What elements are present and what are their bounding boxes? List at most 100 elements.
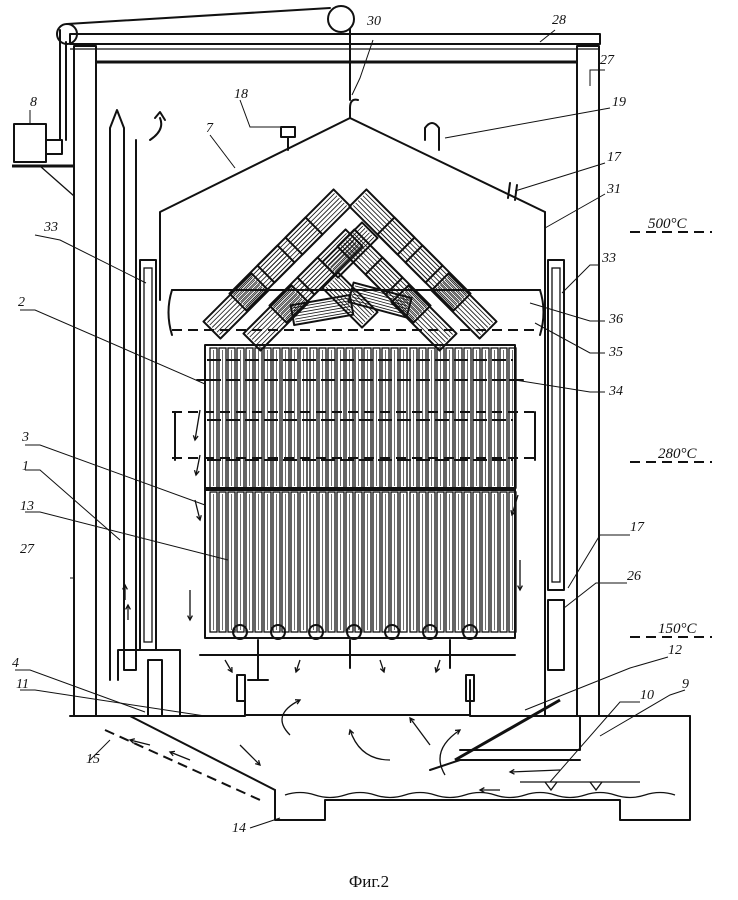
- plank-grain: [351, 296, 407, 312]
- board-lower: [263, 491, 272, 633]
- plank-grain: [249, 291, 296, 338]
- leader-lines: [15, 29, 686, 829]
- flow-line: [349, 729, 391, 761]
- plank-grain: [219, 289, 265, 335]
- flow-arrowhead: [454, 729, 462, 735]
- board-lower: [372, 491, 381, 633]
- flow-line: [379, 659, 385, 673]
- plank: [390, 284, 458, 352]
- flow-arrowhead: [168, 750, 176, 757]
- plank-outline: [348, 188, 416, 256]
- plank-grain: [378, 263, 425, 310]
- board-lower: [390, 491, 399, 633]
- plank: [321, 221, 379, 279]
- plank-grain: [275, 263, 322, 310]
- plank-grain: [351, 299, 406, 315]
- label-12: 12: [668, 643, 682, 658]
- plank-grain: [233, 249, 279, 295]
- board-lower: [299, 491, 308, 633]
- flow-arrowhead: [348, 728, 355, 736]
- label-4: 4: [12, 656, 19, 671]
- water-bath: [284, 781, 676, 799]
- label-28: 28: [552, 13, 566, 28]
- heater-right: [547, 259, 565, 671]
- flow-line: [195, 454, 201, 476]
- label-7: 7: [206, 121, 214, 136]
- plank-grain: [353, 290, 408, 307]
- plank-grain: [325, 286, 364, 325]
- label-27-left: 27: [20, 542, 35, 557]
- label-15: 15: [86, 752, 100, 767]
- plank-grain: [353, 288, 409, 304]
- plank-grain: [273, 261, 319, 307]
- plank-grain: [207, 277, 253, 323]
- plank-grain: [416, 253, 463, 300]
- crane-beam: [56, 5, 601, 141]
- plank-grain: [418, 251, 465, 298]
- plank-grain: [327, 284, 366, 323]
- plank-grain: [295, 308, 351, 320]
- plank-grain: [259, 301, 305, 347]
- plank: [289, 293, 355, 327]
- plank-grain: [352, 293, 407, 310]
- board-lower: [354, 491, 363, 633]
- flow-arrowhead: [517, 585, 523, 592]
- plank-grain: [293, 300, 349, 312]
- plank: [376, 216, 444, 284]
- board-stacks-lower: [209, 491, 517, 633]
- plank-grain: [397, 298, 444, 345]
- flow-arrowhead: [196, 514, 202, 522]
- plank-grain: [293, 297, 349, 309]
- flow-arrowhead: [510, 509, 517, 517]
- plank-grain: [295, 311, 351, 323]
- plank-grain: [277, 265, 324, 312]
- temp-150: 150°C: [658, 621, 697, 637]
- plank-grain: [209, 279, 256, 326]
- plank-grain: [294, 306, 350, 317]
- board-lower: [272, 491, 281, 633]
- board-lower: [227, 491, 236, 633]
- board-pyramid: [202, 188, 498, 352]
- plank-grain: [325, 225, 364, 264]
- plank: [256, 216, 324, 284]
- flow-arrowhead: [434, 666, 441, 674]
- plank-outline: [289, 293, 355, 327]
- label-35: 35: [608, 345, 623, 360]
- flow-line: [295, 659, 301, 673]
- flow-arrowhead: [508, 768, 515, 775]
- label-34: 34: [608, 384, 623, 399]
- plank: [430, 272, 498, 340]
- label-1: 1: [22, 459, 29, 474]
- plank: [202, 272, 270, 340]
- plank: [242, 284, 310, 352]
- flow-line: [511, 494, 519, 516]
- plank: [404, 244, 472, 312]
- plank-grain: [211, 281, 258, 328]
- temp-500: 500°C: [648, 216, 687, 232]
- stack-frame: [174, 344, 536, 639]
- plank-grain: [442, 281, 489, 328]
- board-lower: [436, 491, 445, 633]
- plank-grain: [235, 251, 282, 298]
- flow-arrowhead: [294, 699, 302, 705]
- label-31: 31: [606, 182, 621, 197]
- flow-arrowhead: [193, 470, 200, 477]
- board-lower: [218, 491, 227, 633]
- board-lower: [209, 491, 218, 633]
- plank-grain: [242, 258, 289, 305]
- plank-grain: [280, 268, 327, 315]
- plank-grain: [214, 284, 261, 331]
- heater-left: [139, 259, 157, 651]
- flow-arrowhead: [192, 435, 199, 442]
- board-lower: [290, 491, 299, 633]
- flow-line: [224, 659, 233, 673]
- label-19: 19: [612, 95, 626, 110]
- board-stacks-upper: [207, 347, 517, 489]
- board-lower: [481, 491, 490, 633]
- plank-outline: [376, 216, 444, 284]
- plank-outline: [321, 221, 379, 279]
- plank-grain: [407, 289, 453, 335]
- flow-arrowhead: [294, 666, 301, 674]
